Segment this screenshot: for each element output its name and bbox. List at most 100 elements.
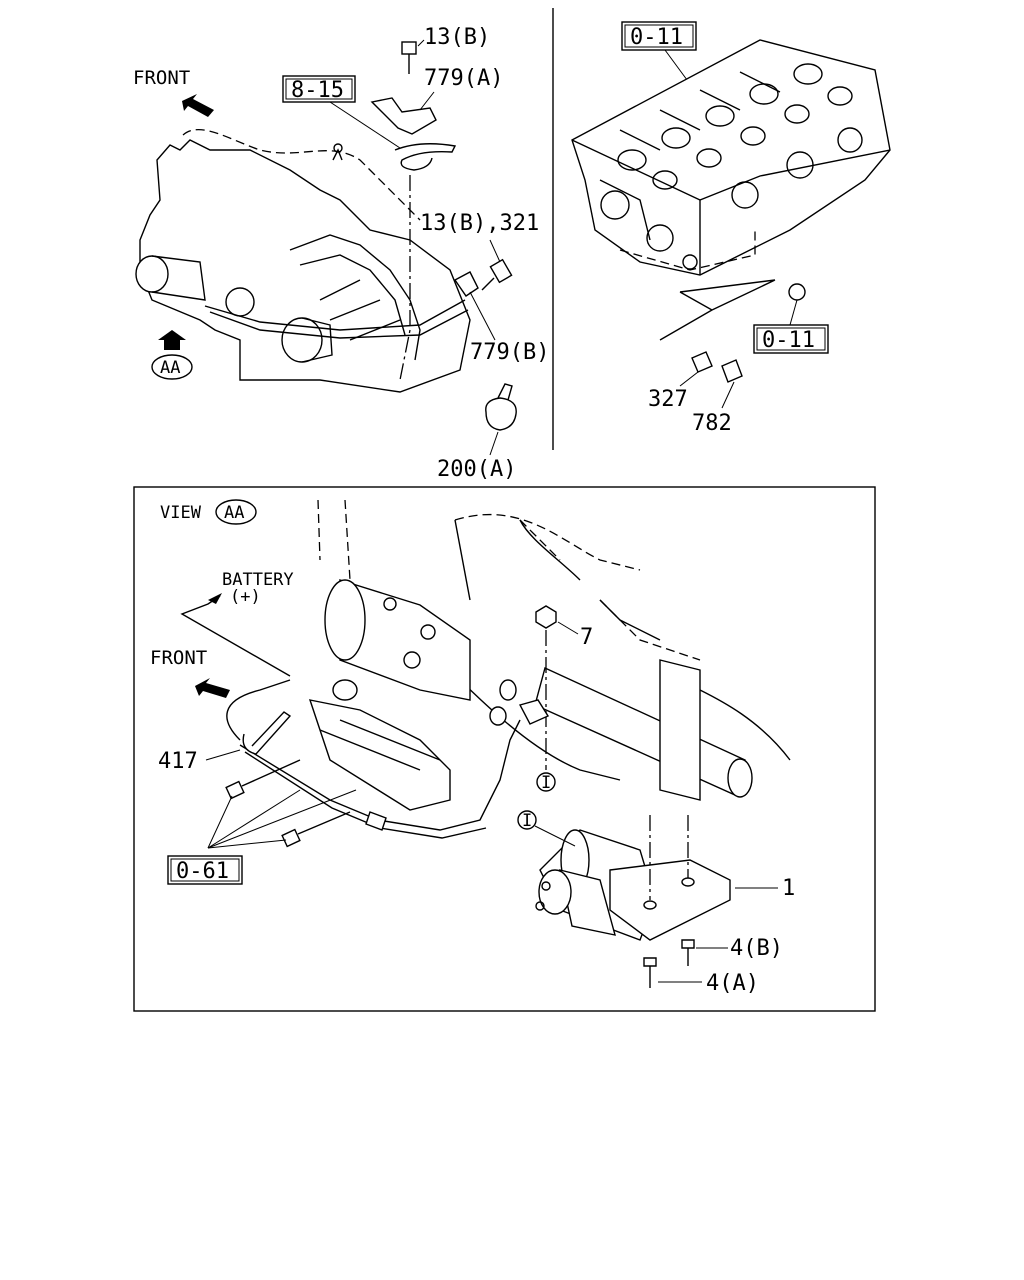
bolt-icon	[281, 828, 301, 848]
bolt-shank	[481, 277, 495, 291]
bracket-779b	[453, 271, 479, 297]
callout-13b: 13(B)	[424, 25, 490, 50]
leader-8-15	[329, 101, 401, 149]
bolt-4b-head-icon	[681, 939, 695, 949]
leader-0-61	[207, 789, 301, 849]
front-arrow-icon	[182, 94, 214, 117]
dashed-edge	[619, 230, 756, 271]
callout-779a: 779(A)	[424, 66, 503, 91]
harness-line	[204, 299, 466, 331]
clamp-band	[394, 143, 457, 171]
bolt-782-icon	[721, 359, 743, 383]
starter-installed-end	[324, 579, 366, 661]
clamp-tab	[497, 383, 513, 401]
ref-box-0-11-side-label: 0-11	[762, 328, 815, 353]
leader-plug	[789, 299, 798, 326]
ref-box-0-61-label: 0-61	[176, 859, 229, 884]
wedge-leader	[659, 279, 776, 341]
callout-7: 7	[580, 625, 593, 650]
bolt-icon	[225, 780, 245, 800]
output-shaft	[301, 317, 333, 363]
view-marker-oval	[151, 354, 193, 380]
engine-outline	[182, 129, 421, 221]
harness-bracket	[308, 699, 451, 811]
ref-box-0-11-side	[753, 324, 829, 354]
view-aa-panel: VIEW AA BATTERY (+) FRONT 7	[150, 499, 795, 996]
callout-1: 1	[782, 876, 795, 901]
leader-0-61	[207, 789, 357, 849]
view-aa-frame	[133, 486, 876, 1012]
terminal-stud-icon	[541, 881, 551, 891]
tube-end	[727, 758, 753, 798]
crossmember	[659, 659, 701, 801]
boss-icon	[499, 679, 517, 701]
callout-200a: 200(A)	[437, 457, 516, 482]
leader-7	[557, 621, 579, 635]
bell-housing-rib	[299, 254, 406, 336]
ref-box-0-11-top	[621, 21, 697, 51]
top-right-panel: 0-11	[571, 21, 891, 436]
leader-327	[679, 371, 699, 387]
battery-arrow-icon	[208, 593, 222, 604]
cylinder-head	[571, 39, 891, 276]
pin-head	[333, 143, 343, 153]
ref-box-0-11-side-inner	[756, 327, 826, 351]
ports	[600, 127, 863, 270]
mount-hole	[643, 900, 657, 910]
solenoid	[559, 869, 616, 936]
bell-housing-rib	[289, 234, 421, 361]
hose-clamp	[485, 397, 517, 431]
housing-detail	[319, 279, 401, 341]
view-aa-title-marker: AA	[224, 503, 244, 523]
bolt-shank	[241, 759, 301, 787]
top-left-panel: FRONT 13(B) 779(A) 8-15	[133, 25, 549, 482]
front-label: FRONT	[133, 67, 190, 89]
ref-box-0-61-inner	[170, 858, 240, 882]
nut-7-icon	[535, 605, 557, 629]
bolt-head-icon	[489, 258, 513, 284]
bracket-779a	[370, 97, 437, 135]
callout-13b-321: 13(B),321	[420, 211, 539, 236]
leader-0-61	[207, 795, 233, 849]
battery-polarity: (+)	[230, 587, 261, 607]
bracket-detail	[319, 719, 441, 771]
leader-dashed	[399, 175, 411, 381]
bolt-head-icon	[401, 41, 417, 55]
terminal-lug	[518, 699, 550, 725]
boss	[225, 287, 255, 317]
cam-journals	[617, 63, 853, 190]
harness-wire	[226, 679, 291, 741]
callout-779b: 779(B)	[470, 340, 549, 365]
clip-417	[242, 711, 292, 755]
view-marker-aa: AA	[160, 358, 180, 378]
ref-box-0-61	[167, 855, 243, 885]
connector-mark-lower-label: I	[522, 811, 532, 831]
harness-wire	[239, 719, 521, 831]
callout-4a: 4(A)	[706, 971, 759, 996]
harness-line	[209, 309, 469, 339]
stud-icon	[403, 651, 421, 669]
ref-box-8-15-inner	[285, 78, 353, 100]
starter-installed-body	[339, 579, 471, 701]
plug-icon	[788, 283, 806, 301]
stud-icon	[383, 597, 397, 611]
leader-0-61	[207, 839, 287, 849]
mount-alignment	[649, 815, 689, 900]
battery-label: BATTERY	[222, 570, 294, 590]
leader-779a	[419, 91, 435, 111]
connector-mark-upper-label: I	[541, 773, 551, 793]
leader-13b	[417, 39, 425, 47]
connector-mark-upper	[536, 772, 556, 792]
ref-box-0-11-top-label: 0-11	[630, 25, 683, 50]
pin-detail	[332, 148, 343, 161]
cylinder-end	[135, 255, 169, 293]
callout-417: 417	[158, 749, 198, 774]
terminal-stud-icon	[535, 901, 545, 911]
stud-icon	[420, 624, 436, 640]
mounting-block	[609, 859, 731, 941]
ref-box-8-15-label: 8-15	[291, 78, 344, 103]
bolt-4a-head-icon	[643, 957, 657, 967]
harness-grommet	[365, 811, 387, 831]
callout-782: 782	[692, 411, 732, 436]
